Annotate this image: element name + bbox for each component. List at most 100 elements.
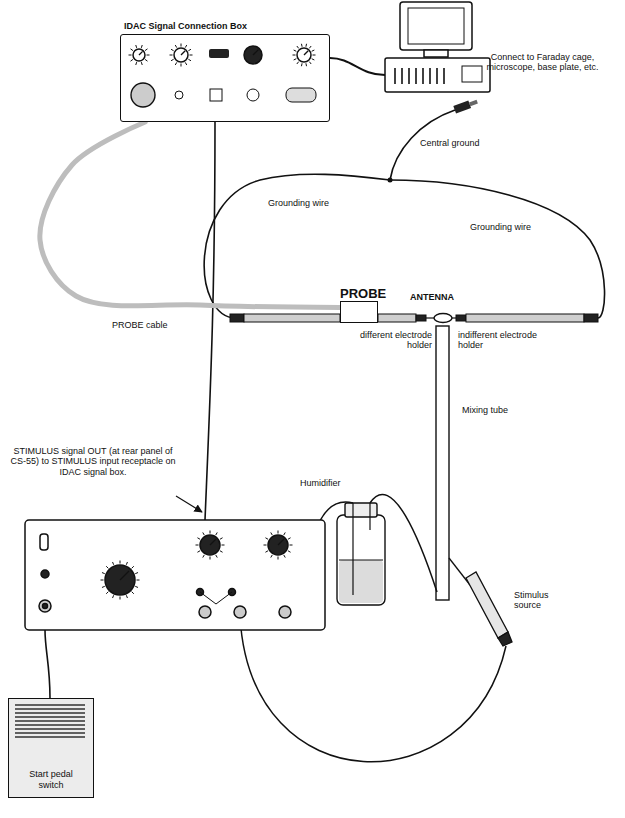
central-ground-point — [388, 178, 393, 183]
output-connector — [286, 88, 316, 102]
stimulus-signal-wire — [205, 122, 215, 520]
knob-tick — [141, 45, 143, 48]
knob-pointer — [304, 51, 308, 55]
knob-tick — [305, 44, 307, 47]
knob-tick — [216, 532, 218, 535]
knob-tick — [141, 62, 143, 65]
leader-arrow — [176, 496, 202, 512]
knob-tick — [265, 538, 268, 540]
knob-pointer — [278, 539, 284, 545]
pedal-ridges — [9, 699, 92, 741]
control-knobs — [101, 531, 293, 600]
knob-tick — [126, 595, 127, 598]
knob-tick — [135, 573, 138, 574]
knob-tick — [129, 55, 132, 56]
knob-tick — [185, 45, 187, 48]
knob-tick — [278, 557, 279, 560]
computer — [385, 2, 490, 92]
knob-tick — [222, 545, 225, 546]
knob-tick — [145, 49, 147, 51]
knob-tick — [278, 531, 279, 534]
knob-tick — [106, 592, 108, 594]
mixing-tube — [436, 326, 449, 600]
panel-controls — [121, 35, 328, 120]
knob-tick — [313, 55, 316, 56]
knob-tick — [294, 59, 297, 60]
knob-tick — [188, 59, 191, 61]
knob-tick — [297, 46, 299, 48]
ground-plug — [453, 98, 478, 114]
knob-tick — [147, 55, 150, 56]
probe-housing — [340, 301, 378, 323]
knob-tick — [297, 62, 299, 64]
knob-tick — [197, 538, 200, 540]
knob-pointer — [210, 539, 216, 545]
knob-tick — [284, 555, 286, 558]
box-panel — [120, 34, 330, 122]
knob-tick — [170, 55, 173, 56]
probe-cable — [40, 122, 340, 308]
knob-tick — [188, 49, 191, 51]
knob-tick — [309, 46, 311, 48]
pedal-ridge — [15, 716, 85, 717]
humidifier-flask — [337, 503, 385, 605]
knob-tick — [309, 62, 311, 64]
holder-label: different electrode holder — [352, 330, 432, 351]
humidifier-label: Humidifier — [300, 478, 370, 488]
stimulus-controller — [25, 520, 325, 630]
knob-tick — [135, 586, 138, 587]
knob-tick — [220, 538, 223, 540]
knob — [264, 531, 293, 560]
knob-pointer — [253, 50, 258, 55]
knob — [293, 44, 316, 66]
knob-tick — [131, 59, 133, 61]
box-title: IDAC Signal Connection Box — [120, 20, 330, 32]
cable-label: PROBE cable — [112, 320, 192, 330]
knob-tick — [271, 555, 273, 558]
grounding-wires — [204, 110, 604, 318]
vent-slot — [429, 68, 431, 84]
probe-box: PROBE — [340, 286, 392, 323]
knob-tick — [220, 551, 223, 553]
computer-cable — [330, 58, 385, 75]
pedal-label: Start pedal switch — [21, 769, 81, 791]
knob-tick — [137, 580, 140, 581]
knob-tick — [171, 49, 174, 51]
ground-label: Central ground — [420, 138, 500, 148]
knob-tick — [101, 580, 104, 581]
signal-connection-box: IDAC Signal Connection Box — [120, 20, 330, 124]
knob — [129, 45, 150, 65]
holder-label: indifferent electrode holder — [458, 330, 543, 351]
antenna-lead — [452, 317, 456, 318]
knob-tick — [135, 62, 137, 65]
knob-tick — [145, 59, 147, 61]
knob-tick — [203, 555, 205, 558]
knob-tick — [175, 45, 177, 48]
knob-tick — [290, 545, 293, 546]
ground-note: Connect to Faraday cage, microscope, bas… — [485, 52, 600, 73]
knob-tick — [312, 59, 315, 60]
knob — [244, 46, 262, 64]
knob-tick — [126, 562, 127, 565]
knob — [196, 531, 225, 560]
stimulus-connector — [210, 89, 222, 101]
knob-body — [297, 48, 311, 62]
knob-tick — [265, 551, 268, 553]
pedal-body: Start pedal switch — [8, 698, 94, 798]
knob — [170, 44, 193, 67]
vent-slot — [422, 68, 424, 84]
pedal-ridge — [15, 732, 85, 733]
knob-tick — [210, 557, 211, 560]
knob-body — [244, 46, 262, 64]
knob-tick — [305, 63, 307, 66]
knob-tick — [216, 555, 218, 558]
knob-tick — [301, 63, 303, 66]
knob-tick — [175, 62, 177, 65]
source-label: Stimulus source — [514, 590, 566, 611]
knob-tick — [288, 551, 291, 553]
vent-slot — [415, 68, 417, 84]
knob-pointer — [181, 51, 185, 55]
knob-tick — [312, 50, 315, 51]
